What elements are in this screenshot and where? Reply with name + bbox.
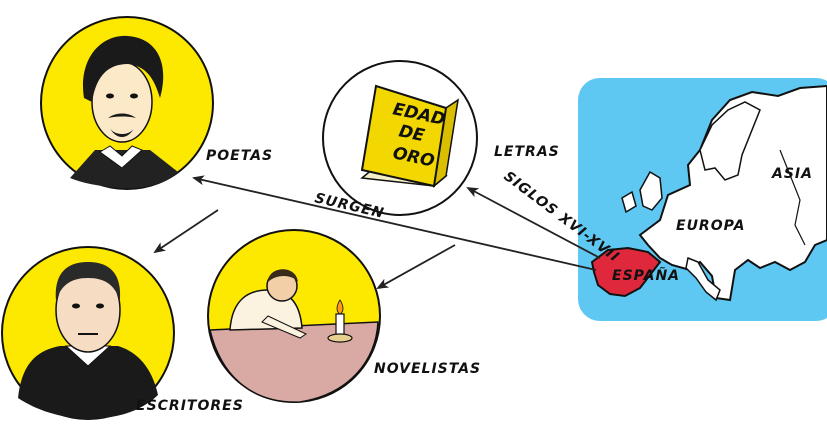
- novelist-hair: [268, 269, 298, 282]
- britain: [639, 170, 663, 211]
- writer-eye-left: [72, 303, 80, 309]
- candle-holder: [327, 333, 353, 343]
- poet-portrait: [40, 16, 214, 190]
- arrow-spain-to-poetas: [192, 175, 597, 271]
- poet-coat: [70, 150, 178, 189]
- arrow-to-escritores: [153, 209, 219, 254]
- writer-eye-right: [96, 303, 104, 309]
- novelist-arm: [261, 315, 308, 339]
- italy: [685, 256, 721, 302]
- europa-label: EUROPA: [676, 218, 745, 234]
- poet-moustache: [108, 113, 136, 118]
- ireland: [621, 190, 637, 214]
- poet-collar: [99, 145, 143, 169]
- candle-flame: [336, 299, 344, 315]
- writer-coat: [18, 346, 158, 419]
- scandinavia: [699, 101, 761, 181]
- spain-region: [590, 246, 662, 298]
- europe-map: ASIA EUROPA ESPAÑA: [578, 78, 827, 321]
- poet-hair: [83, 35, 164, 102]
- escritores-label: ESCRITORES: [136, 398, 244, 414]
- espana-label: ESPAÑA: [612, 267, 680, 284]
- writer-hair: [55, 262, 121, 300]
- arrow-to-novelistas: [376, 244, 456, 289]
- novelistas-label: NOVELISTAS: [374, 361, 481, 377]
- book-cover: [360, 84, 448, 188]
- candle-stick: [335, 313, 345, 337]
- asia-border: [779, 149, 806, 246]
- poet-eye-left: [106, 93, 114, 99]
- letras-label: LETRAS: [494, 144, 560, 160]
- book-circle: EDAD DE ORO: [322, 60, 478, 216]
- poetas-label: POETAS: [206, 148, 273, 164]
- writer-portrait: [1, 246, 175, 420]
- poet-eye-right: [130, 93, 138, 99]
- novelist-scene: [207, 229, 381, 403]
- arrows: [153, 175, 601, 289]
- asia-label: ASIA: [771, 166, 813, 182]
- arrow-spain-to-book: [466, 187, 601, 259]
- poet-beard: [110, 128, 134, 137]
